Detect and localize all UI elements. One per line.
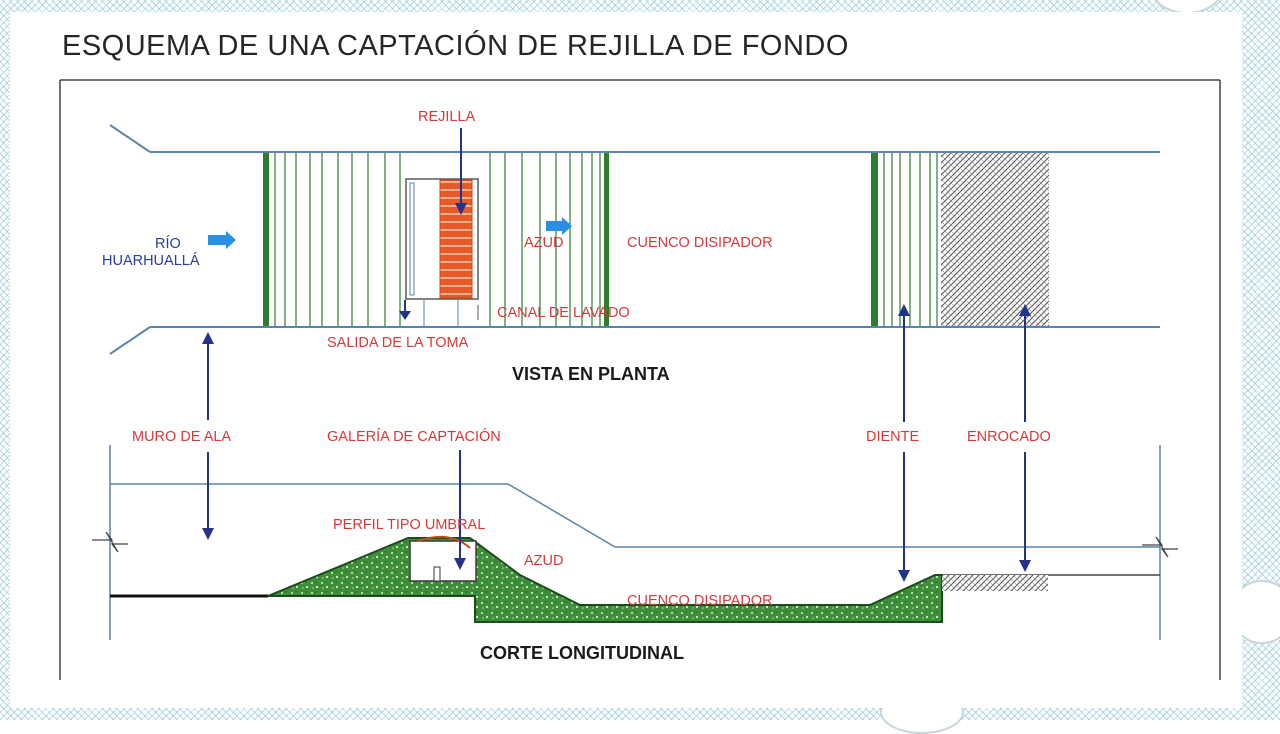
page-title: ESQUEMA DE UNA CAPTACIÓN DE REJILLA DE F… — [62, 30, 849, 62]
drawing-frame — [59, 79, 1221, 680]
label-cuenco-plan: CUENCO DISIPADOR — [627, 235, 773, 251]
vista-planta-title: VISTA EN PLANTA — [512, 364, 670, 384]
label-cuenco-section: CUENCO DISIPADOR — [627, 593, 773, 609]
label-azud-plan: AZUD — [524, 235, 563, 251]
label-diente: DIENTE — [866, 429, 920, 445]
label-rejilla: REJILLA — [418, 109, 476, 125]
slide — [10, 12, 1242, 708]
label-galeria: GALERÍA DE CAPTACIÓN — [327, 428, 501, 445]
label-perfil-umbral: PERFIL TIPO UMBRAL — [333, 517, 485, 533]
grate-bars — [439, 179, 473, 299]
break-marks — [92, 531, 1178, 558]
label-azud-section: AZUD — [524, 553, 563, 569]
arrows-section — [207, 312, 1026, 572]
galeria-chamber — [409, 540, 477, 582]
section-view — [92, 304, 1178, 640]
enrocado-section — [942, 575, 1048, 591]
river-bank-lines — [109, 124, 1160, 355]
label-canal-lavado: CANAL DE LAVADO — [497, 305, 630, 321]
plan-view — [109, 124, 1160, 355]
azud-plan-stripes — [263, 153, 609, 326]
intake-chamber — [405, 178, 479, 326]
label-muro-ala: MURO DE ALA — [132, 429, 231, 445]
azud-concrete-body — [267, 537, 943, 623]
arrowheads — [202, 304, 1031, 582]
flow-arrow-icon — [208, 231, 236, 249]
umbral-profile — [417, 535, 471, 549]
diente-plan — [871, 153, 938, 326]
corte-longitudinal-title: CORTE LONGITUDINAL — [480, 643, 684, 663]
labels: REJILLA RÍO HUARHUALLÁ AZUD CUENCO DISIP… — [102, 109, 1051, 609]
view-titles: VISTA EN PLANTA CORTE LONGITUDINAL — [480, 364, 684, 663]
label-salida-toma: SALIDA DE LA TOMA — [327, 335, 469, 351]
arrows-plan — [208, 128, 572, 320]
flow-arrow-icon — [546, 217, 572, 235]
label-rio: RÍO — [155, 235, 181, 252]
label-enrocado: ENROCADO — [967, 429, 1051, 445]
label-rio-name: HUARHUALLÁ — [102, 252, 200, 269]
enrocado-plan — [941, 153, 1049, 326]
